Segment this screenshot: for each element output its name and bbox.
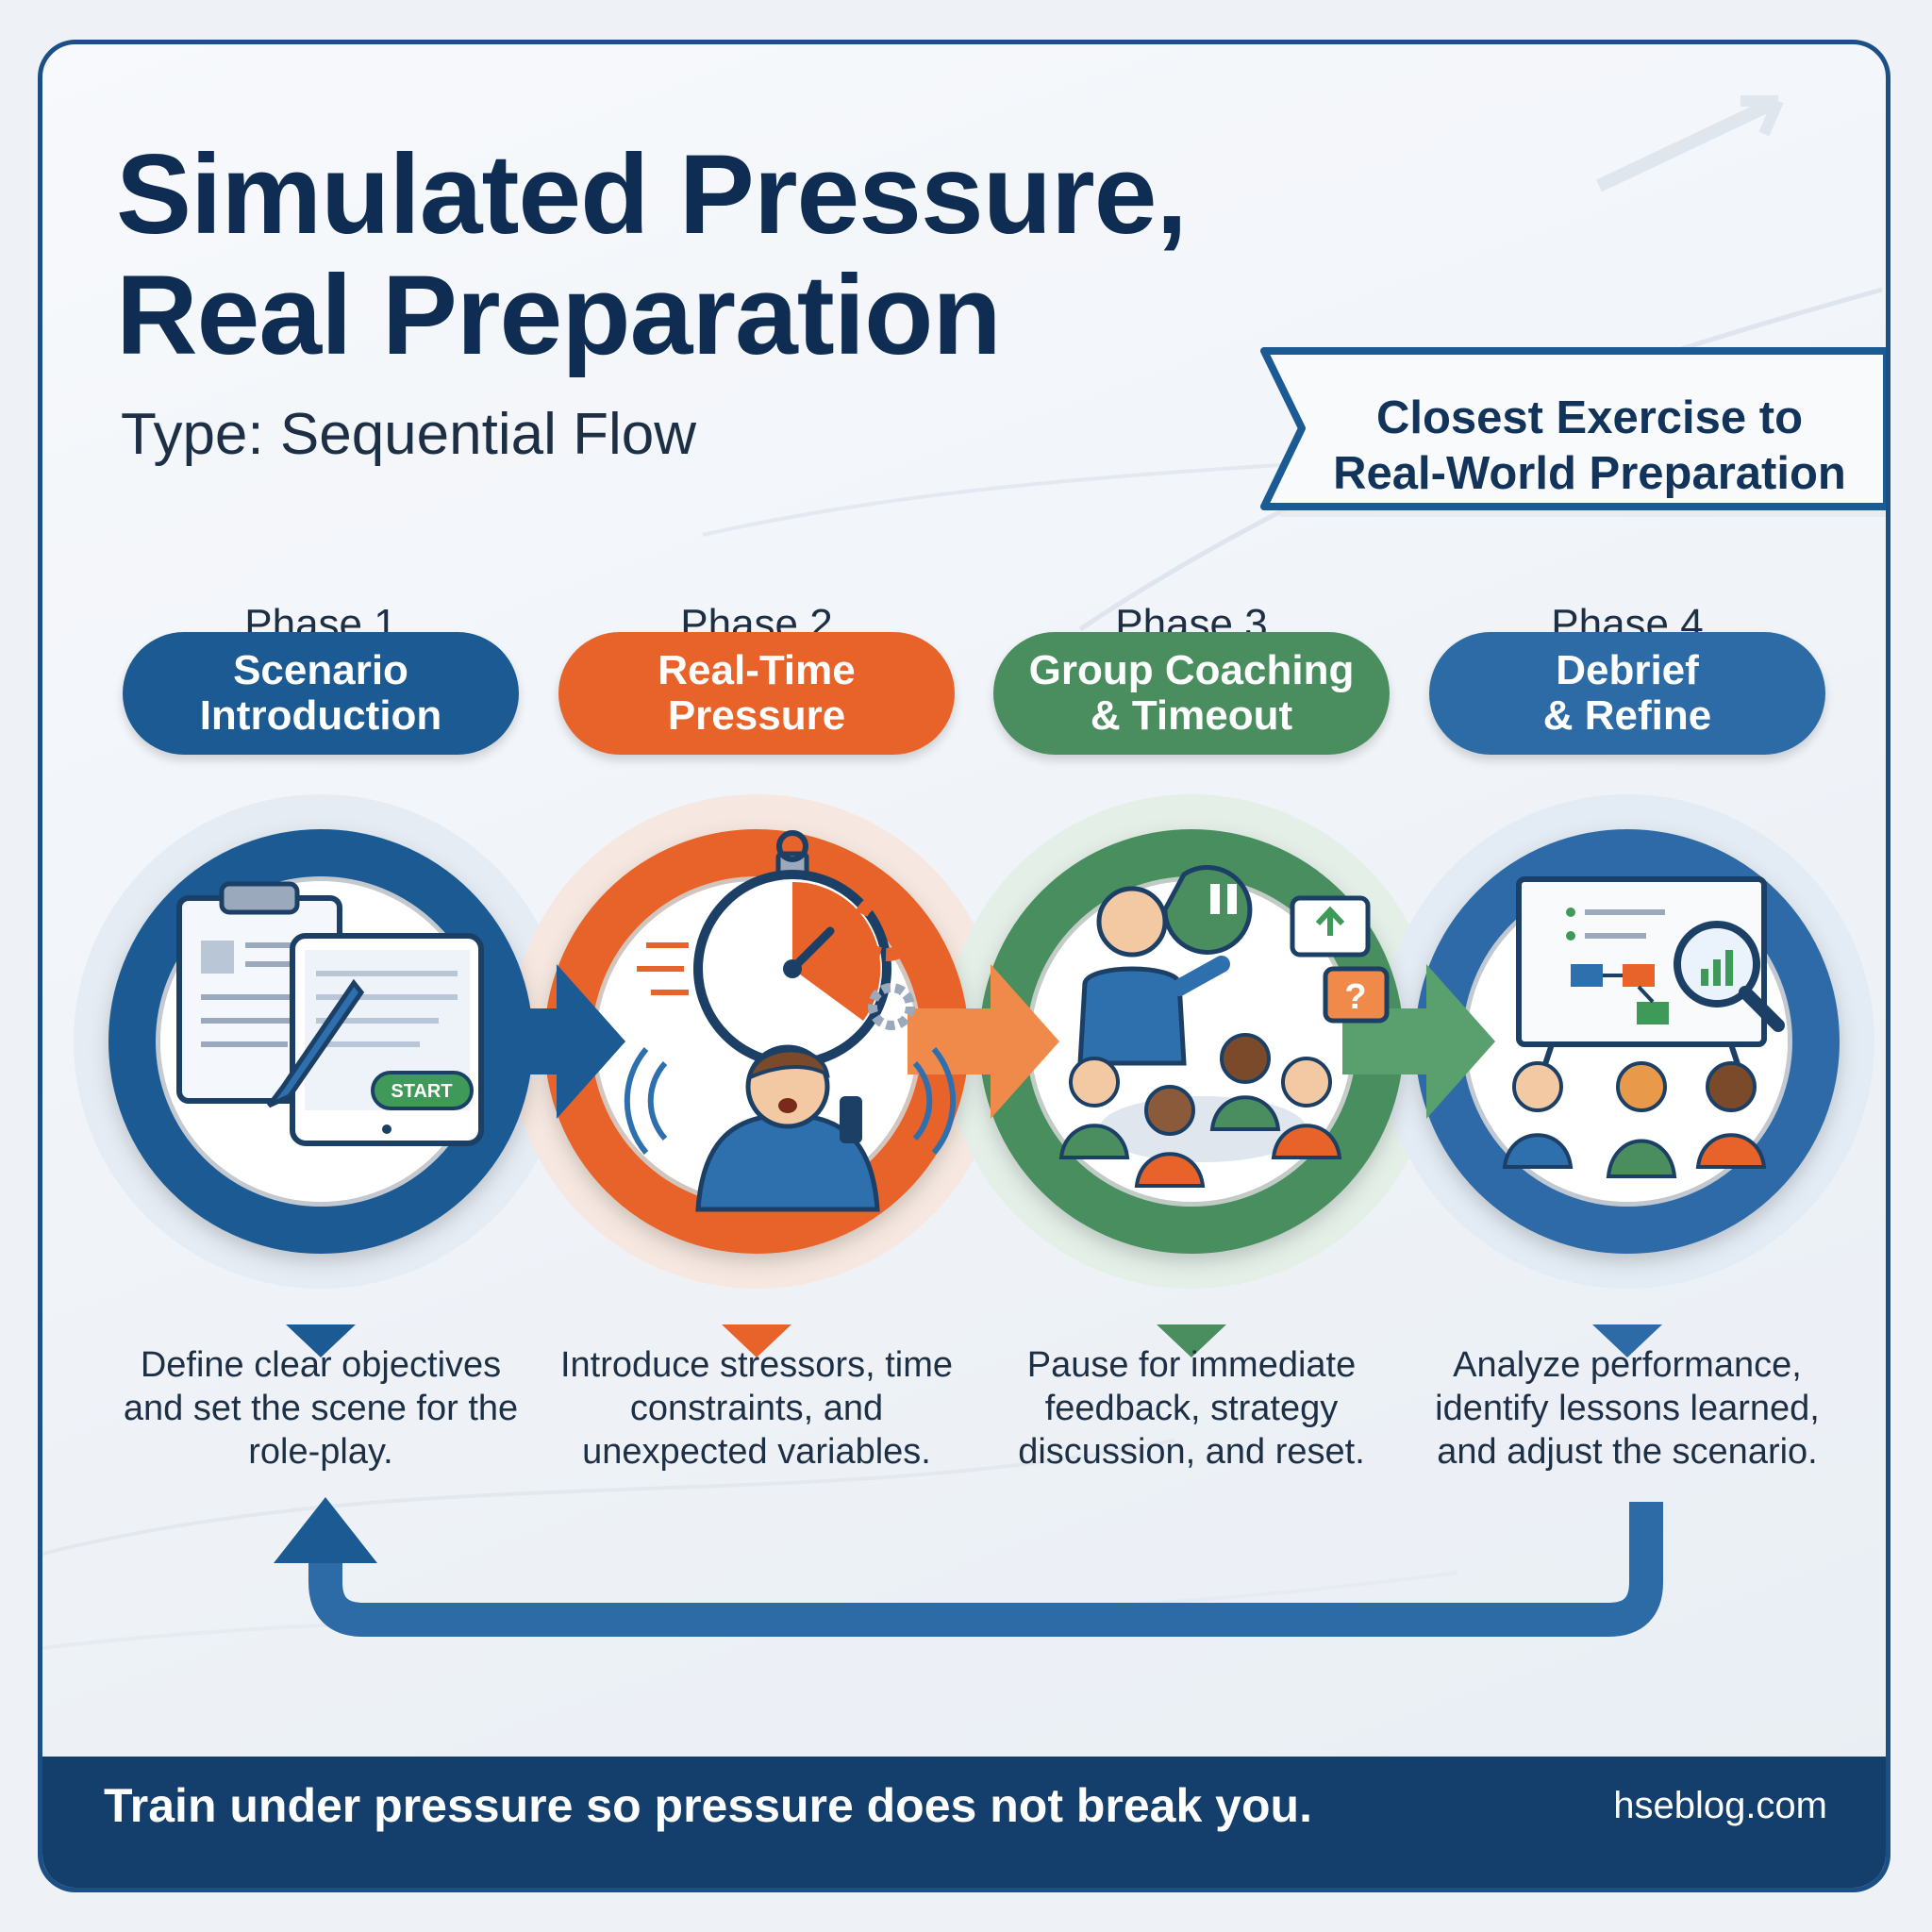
svg-text:?: ?: [1344, 977, 1366, 1017]
phase-3-title-line-2: & Timeout: [1090, 692, 1293, 739]
phase-1-pointer: [286, 1324, 356, 1357]
phase-1-title-line-2: Introduction: [199, 692, 442, 739]
phase-3-pointer: [1157, 1324, 1226, 1357]
phase-4-title-line-1: Debrief: [1556, 647, 1699, 693]
phase-2-pointer: [722, 1324, 791, 1357]
diagram-type-subtitle: Type: Sequential Flow: [121, 402, 697, 467]
sequential-flow-graphic: START: [74, 794, 1874, 1637]
title-line-2: Real Preparation: [116, 252, 1002, 378]
closest-exercise-banner: Closest Exercise to Real-World Preparati…: [1226, 323, 1886, 521]
phase-1-description: Define clear objectives and set the scen…: [123, 1345, 519, 1472]
banner-line-1: Closest Exercise to: [1375, 392, 1804, 443]
phase-2-title-line-2: Pressure: [667, 692, 846, 739]
arrow-phase-2-to-3: [908, 964, 1059, 1119]
footer-site-name: hseblog.com: [1613, 1785, 1827, 1826]
phase-2-description: Introduce stressors, time constraints, a…: [559, 1345, 954, 1472]
phase-3-description: Pause for immediate feedback, strategy d…: [1018, 1345, 1365, 1472]
scenario-briefing-illustration: [176, 881, 484, 1146]
group-coaching-illustration: ?: [1058, 864, 1390, 1188]
phase-2-title-pill: Real-Time Pressure: [558, 632, 955, 755]
title-line-1: Simulated Pressure,: [116, 131, 1188, 258]
infographic-frame: Simulated Pressure, Real Preparation Typ…: [38, 40, 1890, 1892]
debrief-analysis-illustration: [1502, 876, 1785, 1178]
arrow-phase-3-to-4: [1342, 964, 1495, 1119]
stopwatch-pressure-illustration: [624, 830, 957, 1212]
phase-2-title-line-1: Real-Time: [658, 647, 856, 693]
phase-1-title-pill: Scenario Introduction: [123, 632, 519, 755]
phase-3-title-pill: Group Coaching & Timeout: [993, 632, 1390, 755]
background-decoration: [42, 94, 1883, 1650]
phase-4-title-pill: Debrief & Refine: [1429, 632, 1825, 755]
phase-4-description: Analyze performance, identify lessons le…: [1435, 1345, 1820, 1472]
return-loop-arrow: [274, 1497, 1663, 1637]
phase-4-title-line-2: & Refine: [1542, 692, 1712, 739]
footer-tagline: Train under pressure so pressure does no…: [104, 1779, 1312, 1832]
banner-line-2: Real-World Preparation: [1333, 448, 1846, 499]
arrow-phase-1-to-2: [472, 964, 625, 1119]
phase-3-title-line-1: Group Coaching: [1028, 647, 1355, 693]
footer-bar: [42, 1757, 1886, 1888]
banner-ribbon-shape: [1260, 347, 1886, 517]
phase-4-pointer: [1592, 1324, 1662, 1357]
start-button-label: START: [391, 1081, 452, 1102]
main-title: Simulated Pressure, Real Preparation: [116, 131, 1188, 378]
phase-1-title-line-1: Scenario: [233, 647, 408, 693]
